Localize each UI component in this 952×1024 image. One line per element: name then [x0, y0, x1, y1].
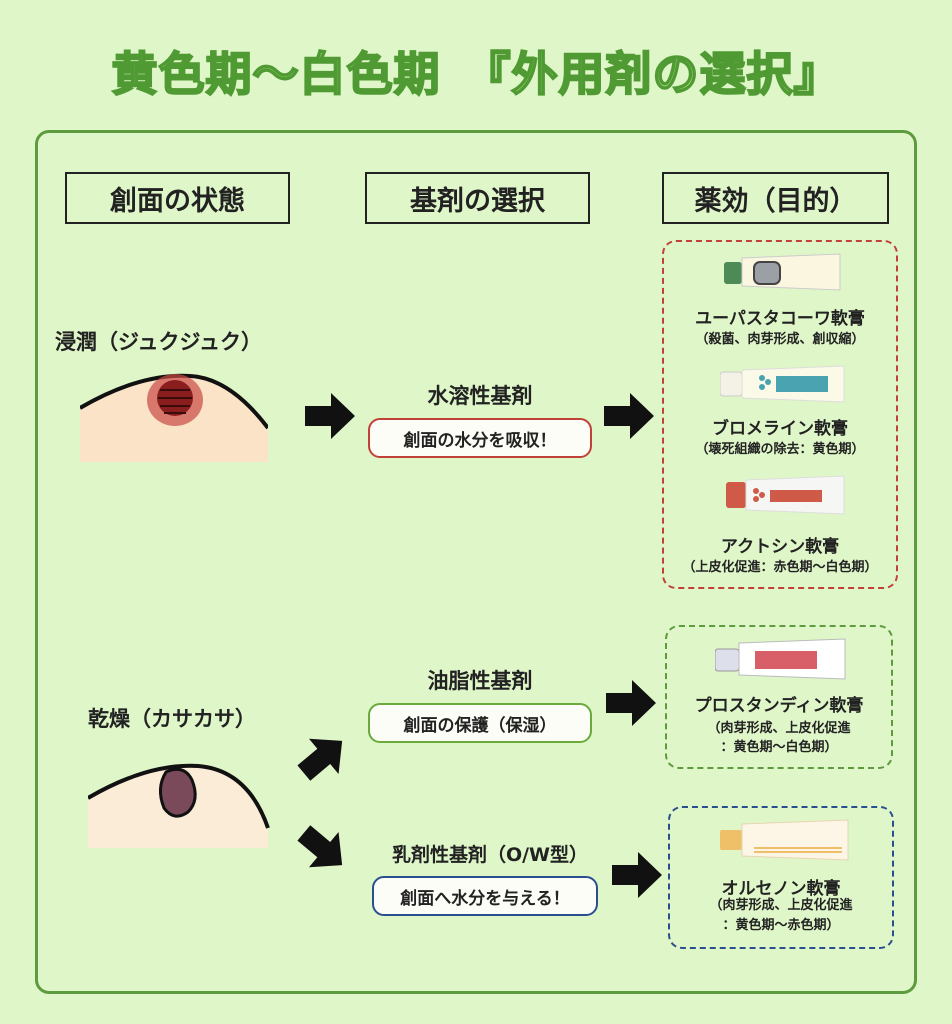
base-emulsion: 乳剤性基剤（O/W型）	[391, 844, 589, 866]
header-wound-state: 創面の状態	[65, 172, 290, 224]
drug-description: （殺菌、肉芽形成、創収縮）	[695, 332, 865, 347]
ointment-tube-icon	[720, 365, 845, 403]
effect-pill-absorb: 創面の水分を吸収！	[368, 418, 592, 458]
water-soluble-drugs-box: ユーパスタコーワ軟膏 （殺菌、肉芽形成、創収縮） ブロメライン軟膏 （壊死組織の…	[662, 240, 898, 589]
drug-name: オルセノン軟膏	[721, 879, 841, 899]
drug-name: ユーパスタコーワ軟膏	[695, 309, 865, 329]
base-oil: 油脂性基剤	[427, 669, 533, 693]
base-water-soluble: 水溶性基剤	[427, 384, 533, 408]
drug-name: アクトシン軟膏	[720, 537, 840, 557]
drug-name: ブロメライン軟膏	[712, 419, 848, 439]
drug-description: （肉芽形成、上皮化促進	[709, 898, 853, 913]
oil-drugs-box: プロスタンディン軟膏 （肉芽形成、上皮化促進 ：黄色期〜白色期）	[665, 625, 893, 769]
wet-wound-illustration	[80, 373, 268, 462]
drug-description: ：黄色期〜赤色期）	[722, 918, 840, 933]
main-panel	[35, 130, 917, 994]
arrow-right-icon	[606, 680, 656, 726]
drug-name: プロスタンディン軟膏	[694, 696, 864, 716]
effect-pill-protect: 創面の保護（保湿）	[368, 703, 592, 743]
arrow-right-icon	[604, 393, 654, 439]
header-drug-effect: 薬効（目的）	[662, 172, 889, 224]
ointment-tube-icon	[720, 819, 849, 861]
drug-description: ：黄色期〜白色期）	[720, 740, 838, 755]
ointment-tube-icon	[715, 638, 846, 680]
arrow-up-right-icon	[297, 738, 343, 781]
condition-wet: 浸潤（ジュクジュク）	[55, 330, 263, 354]
emulsion-drugs-box: オルセノン軟膏 （肉芽形成、上皮化促進 ：黄色期〜赤色期）	[668, 806, 894, 949]
arrow-down-right-icon	[297, 825, 343, 868]
dry-wound-illustration	[88, 763, 270, 848]
arrow-right-icon	[305, 393, 355, 439]
page-title: 黄色期〜白色期 『外用剤の選択』	[111, 46, 841, 102]
ointment-tube-icon	[724, 253, 841, 291]
header-base-selection: 基剤の選択	[365, 172, 590, 224]
drug-description: （壊死組織の除去：黄色期）	[695, 442, 865, 457]
arrow-right-icon	[612, 852, 662, 898]
effect-pill-moisturize: 創面へ水分を与える！	[372, 876, 598, 916]
condition-dry: 乾燥（カサカサ）	[88, 707, 256, 731]
drug-description: （上皮化促進：赤色期〜白色期）	[682, 560, 878, 575]
drug-description: （肉芽形成、上皮化促進	[707, 721, 851, 736]
ointment-tube-icon	[726, 475, 845, 515]
